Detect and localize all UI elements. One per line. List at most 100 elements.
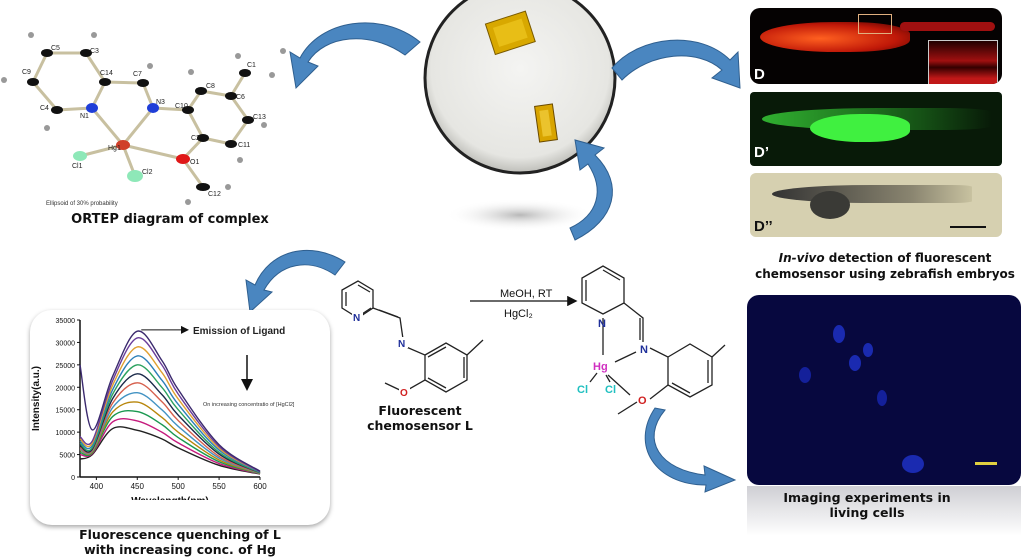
panel-label-d-prime: D’ [754, 144, 769, 161]
caption-rest: detection of fluorescent [824, 251, 992, 265]
svg-text:C6: C6 [236, 94, 245, 101]
cells-reflection [747, 486, 1021, 536]
svg-text:C14: C14 [100, 70, 113, 77]
zoom-region-box [858, 14, 892, 34]
svg-text:O1: O1 [190, 159, 199, 166]
ligand-n-pyridine: N [353, 313, 360, 324]
zebrafish-brightfield-body [772, 185, 972, 203]
crystal-small [534, 103, 558, 143]
svg-text:Hg1: Hg1 [108, 145, 121, 152]
zebrafish-red-tail [900, 22, 995, 31]
svg-text:C13: C13 [253, 114, 266, 121]
dish-shadow [445, 199, 595, 231]
cell-nucleus [833, 325, 845, 343]
x-axis-label: Wavelength(nm) [131, 496, 208, 500]
cell-nucleus [877, 390, 887, 406]
y-tick-label: 0 [71, 475, 75, 482]
reagent-hgcl2: HgCl₂ [504, 308, 533, 320]
spectrum-series-line [79, 337, 261, 473]
cell-nucleus [863, 343, 873, 357]
y-tick-label: 10000 [56, 430, 76, 437]
ortep-ellipsoid-note: Ellipsoid of 30% probability [46, 201, 118, 207]
svg-text:Cl1: Cl1 [72, 163, 83, 170]
y-axis-label: Intensity(a.u.) [31, 366, 42, 431]
svg-text:C8: C8 [206, 83, 215, 90]
svg-text:C5: C5 [51, 45, 60, 52]
svg-text:C3: C3 [90, 48, 99, 55]
x-tick-label: 400 [90, 482, 104, 491]
svg-text:C10: C10 [175, 103, 188, 110]
living-cells-image [747, 295, 1021, 485]
arrow-complex-to-dish [569, 139, 613, 241]
y-tick-label: 30000 [56, 340, 76, 347]
ligand-label: Fluorescent chemosensor L [367, 403, 473, 433]
complex-n-imine: N [640, 344, 648, 356]
svg-text:C1: C1 [247, 62, 256, 69]
arrow-complex-to-cells [644, 407, 737, 493]
spectrum-series-line [79, 346, 261, 473]
cell-nucleus [799, 367, 811, 383]
zoom-inset [928, 40, 998, 84]
svg-text:C4: C4 [40, 105, 49, 112]
spectrum-caption-line2: with increasing conc. of Hg [84, 542, 276, 557]
x-tick-label: 550 [212, 482, 226, 491]
zebrafish-caption-line2: chemosensor using zebrafish embryos [755, 267, 1015, 281]
zebrafish-panel-d-prime: D’ [750, 92, 1002, 166]
svg-text:C11: C11 [238, 142, 250, 149]
cells-caption-line2: living cells [829, 505, 905, 520]
cell-nucleus [849, 355, 861, 371]
y-tick-label: 25000 [56, 363, 76, 370]
svg-text:C12: C12 [208, 191, 221, 198]
arrow-dish-to-zebrafish [611, 39, 741, 89]
y-tick-label: 20000 [56, 385, 76, 392]
svg-text:C7: C7 [133, 71, 142, 78]
svg-text:Cl2: Cl2 [142, 169, 153, 176]
complex-n-pyridine: N [598, 318, 606, 330]
cells-caption-line1: Imaging experiments in [783, 490, 951, 505]
caption-in-vivo: In-vivo [778, 251, 825, 265]
zebrafish-red-body [760, 22, 910, 52]
complex-cl-1: Cl [577, 384, 588, 396]
x-tick-label: 600 [253, 482, 267, 491]
svg-text:N3: N3 [156, 99, 165, 106]
crystal-dish-image [423, 0, 617, 175]
complex-hg: Hg [593, 361, 608, 373]
panel-label-d-double-prime: D’’ [754, 218, 773, 235]
complex-structure [581, 265, 726, 415]
ortep-title: ORTEP diagram of complex [71, 212, 269, 227]
svg-text:C9: C9 [22, 69, 31, 76]
x-tick-label: 500 [172, 482, 186, 491]
zebrafish-panel-d-double-prime: D’’ [750, 173, 1002, 237]
spectrum-series-line [79, 355, 261, 473]
ligand-o: O [400, 388, 408, 399]
svg-text:C2: C2 [191, 135, 200, 142]
zebrafish-brightfield-yolk [810, 191, 850, 219]
zebrafish-green-yolk [810, 114, 910, 142]
ligand-structure [341, 280, 484, 393]
y-tick-label: 35000 [56, 318, 76, 325]
increasing-concentration-note: On increasing concentratio of [HgCl2] [203, 402, 295, 408]
spectrum-series-line [79, 330, 261, 472]
zebrafish-panel-d: D [750, 8, 1002, 84]
spectrum-caption-line1: Fluorescence quenching of L [79, 527, 281, 542]
panel-label-d: D [754, 66, 765, 83]
complex-cl-2: Cl [605, 384, 616, 396]
y-tick-label: 15000 [56, 408, 76, 415]
spectrum-series-line [79, 364, 261, 474]
complex-o: O [638, 395, 647, 407]
ortep-atoms [1, 32, 286, 205]
scale-bar [950, 226, 986, 228]
svg-text:N1: N1 [80, 113, 89, 120]
reagent-conditions: MeOH, RT [500, 288, 553, 300]
cell-nucleus [902, 455, 924, 473]
ligand-n-imine: N [398, 339, 405, 350]
y-tick-label: 5000 [59, 453, 75, 460]
arrow-dish-to-ortep [289, 22, 421, 90]
cells-scale-bar [975, 462, 997, 465]
crystal-large [484, 10, 536, 56]
emission-of-ligand-label: Emission of Ligand [193, 326, 285, 337]
zebrafish-caption-line1: In-vivo detection of fluorescent [740, 250, 1024, 266]
